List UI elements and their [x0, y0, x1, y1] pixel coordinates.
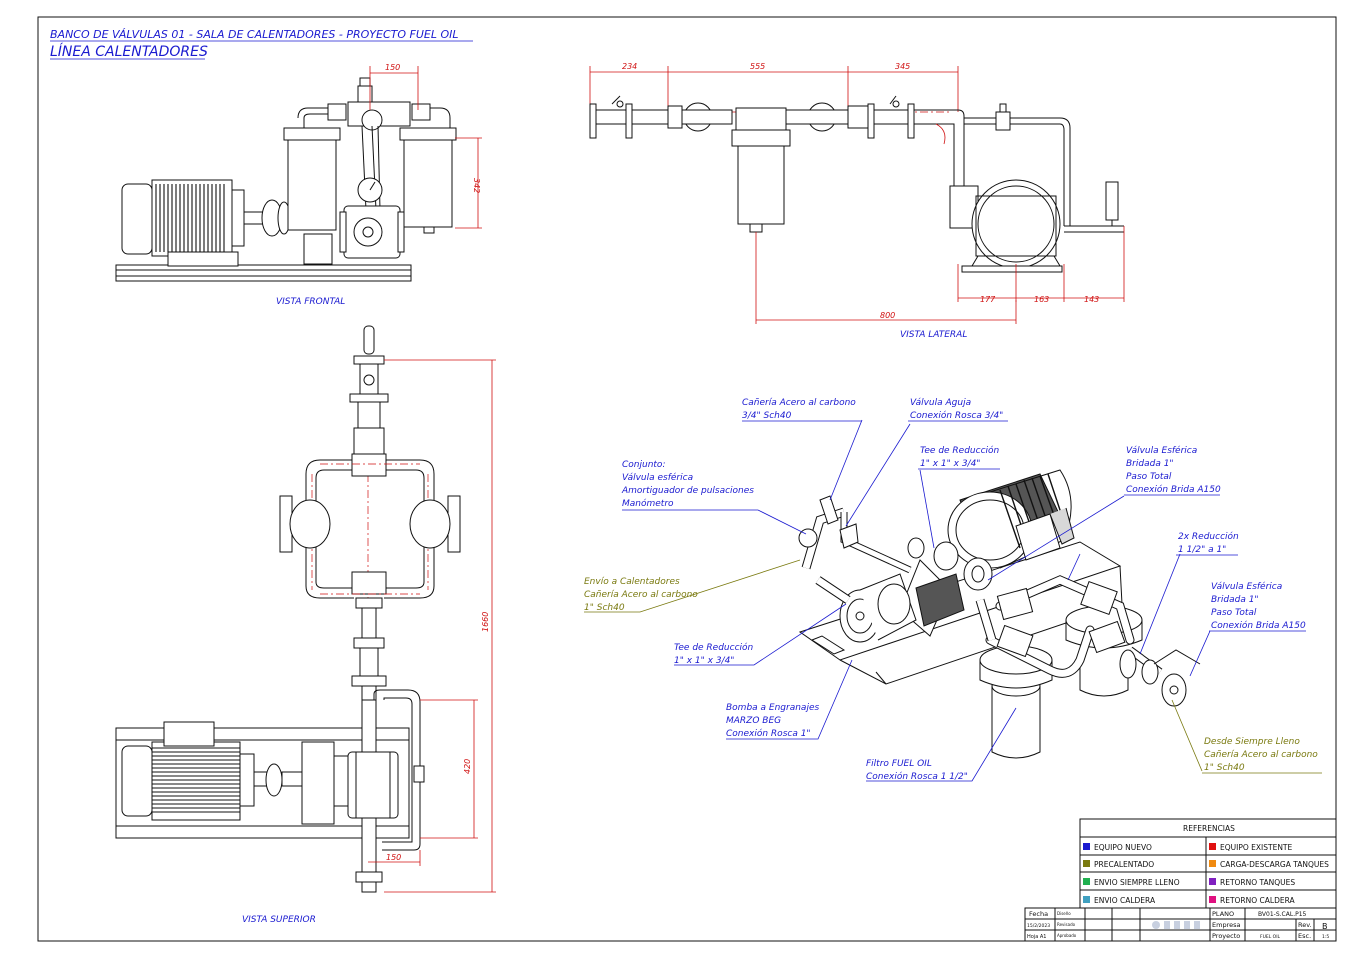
iso-filter-left [991, 686, 1041, 759]
legend-label: RETORNO TANQUES [1220, 878, 1295, 887]
callout-ball-valve-top: Válvula Esférica Bridada 1" Paso Total C… [1126, 445, 1221, 495]
top-pump-bracket [301, 741, 335, 825]
callout-needle-valve: Válvula Aguja Conexión Rosca 3/4" [910, 398, 1003, 421]
top-tee-lower [351, 571, 387, 595]
dim-front-height: 342 [472, 178, 481, 193]
callout-pump: Bomba a Engranajes MARZO BEG Conexión Ro… [726, 703, 822, 739]
top-filter-left [289, 499, 331, 549]
callout-desde: Desde Siempre Lleno Cañería Acero al car… [1204, 737, 1321, 773]
dim-side-d: 177 [980, 295, 996, 304]
top-coupling [265, 763, 283, 797]
legend-swatch [1083, 843, 1090, 850]
label-vista-superior: VISTA SUPERIOR [242, 915, 316, 925]
legend-label: PRECALENTADO [1094, 860, 1154, 869]
callout-conjunto: Conjunto: Válvula esférica Amortiguador … [621, 460, 757, 509]
side-view: 234 555 345 [589, 62, 1125, 340]
legend-swatch [1209, 896, 1216, 903]
side-ball-valve [1105, 181, 1119, 221]
tb-empresa-label: Empresa [1212, 921, 1240, 929]
callout-envio: Envío a Calentadores Cañería Acero al ca… [584, 577, 701, 613]
legend-label: ENVIO CALDERA [1094, 896, 1156, 905]
tb-dibujo: Diseño [1057, 911, 1071, 916]
legend-references: REFERENCIAS EQUIPO NUEVO EQUIPO EXISTENTE… [1079, 818, 1337, 909]
isometric-view [584, 419, 1211, 782]
tb-plano: BV01-S.CAL.P15 [1258, 911, 1307, 918]
dim-side-c: 345 [895, 62, 910, 71]
tb-rev-label: Rev. [1298, 921, 1312, 929]
tb-fecha-label: Fecha [1029, 910, 1048, 918]
iso-filter-right [1079, 650, 1129, 697]
callout-reduction: 2x Reducción 1 1/2" a 1" [1178, 531, 1242, 555]
label-vista-lateral: VISTA LATERAL [900, 330, 967, 340]
iso-gauge [798, 528, 818, 548]
dim-top-width: 150 [386, 853, 401, 862]
front-filter-left [287, 134, 337, 231]
tb-proyecto: FUEL OIL [1260, 934, 1281, 940]
company-logo [1152, 921, 1200, 929]
side-filter-head [735, 107, 787, 131]
callout-tee-bottom: Tee de Reducción 1" x 1" x 3/4" [674, 642, 756, 666]
tb-esc: 1:5 [1322, 934, 1329, 940]
legend-title: REFERENCIAS [1183, 824, 1235, 833]
callouts: Cañería Acero al carbono 3/4" Sch40 Válv… [584, 398, 1322, 782]
drawing-subtitle: LÍNEA CALENTADORES [50, 43, 208, 60]
top-valve-handle [363, 325, 375, 355]
tb-proyecto-label: Proyecto [1212, 932, 1240, 940]
dim-top-total: 1660 [481, 612, 490, 632]
legend-label: EQUIPO EXISTENTE [1220, 843, 1293, 852]
drawing-title: BANCO DE VÁLVULAS 01 - SALA DE CALENTADO… [50, 28, 458, 41]
legend-swatch [1083, 860, 1090, 867]
legend-label: RETORNO CALDERA [1220, 896, 1296, 905]
front-base-rail [115, 264, 412, 282]
label-vista-frontal: VISTA FRONTAL [276, 297, 345, 307]
legend-swatch [1209, 843, 1216, 850]
callout-pipe-34: Cañería Acero al carbono 3/4" Sch40 [742, 398, 859, 421]
front-filter-right [403, 134, 453, 228]
legend-label: EQUIPO NUEVO [1094, 843, 1152, 852]
tb-plano-label: PLANO [1212, 910, 1234, 918]
top-view: 1660 420 150 VISTA SUPERIOR [115, 325, 496, 925]
dim-side-a: 234 [622, 62, 637, 71]
front-view: 150 342 VISTA FRONTAL [115, 63, 482, 307]
legend-swatch [1083, 878, 1090, 885]
callout-ball-valve-right: Válvula Esférica Bridada 1" Paso Total C… [1211, 581, 1306, 631]
dim-front-width: 150 [385, 63, 400, 72]
tb-revisado: Revisado [1057, 922, 1076, 927]
legend-swatch [1209, 860, 1216, 867]
sheet-border [37, 16, 1337, 942]
top-filter-right [409, 499, 451, 549]
top-tee-upper [351, 453, 387, 477]
title-block: Fecha 15/2/2023 Hoja A1 Diseño Revisado … [1024, 907, 1337, 942]
legend-label: CARGA-DESCARGA TANQUES [1220, 860, 1329, 869]
dim-top-lower: 420 [463, 759, 472, 774]
dim-side-b: 555 [750, 62, 765, 71]
front-motor-foot [167, 251, 239, 267]
legend-swatch [1083, 896, 1090, 903]
iso-ball-valve-right [1141, 659, 1159, 685]
legend-label: ENVIO SIEMPRE LLENO [1094, 878, 1180, 887]
dim-side-g: 800 [880, 311, 895, 320]
tb-esc-label: Esc. [1298, 932, 1311, 940]
callout-filter: Filtro FUEL OIL Conexión Rosca 1 1/2" [866, 759, 968, 782]
tb-aprobado: Aprobado [1057, 933, 1077, 938]
tb-hoja: Hoja A1 [1027, 934, 1046, 940]
front-motor-end [121, 183, 153, 255]
dim-side-f: 143 [1084, 295, 1099, 304]
tb-rev: B [1322, 922, 1328, 931]
dim-side-e: 163 [1034, 295, 1049, 304]
tb-fecha: 15/2/2023 [1027, 923, 1050, 929]
side-flange-left [589, 103, 597, 139]
callout-tee-top: Tee de Reducción 1" x 1" x 3/4" [920, 445, 1002, 469]
side-filter-body [737, 145, 785, 225]
legend-swatch [1209, 878, 1216, 885]
front-bracket [303, 233, 333, 265]
